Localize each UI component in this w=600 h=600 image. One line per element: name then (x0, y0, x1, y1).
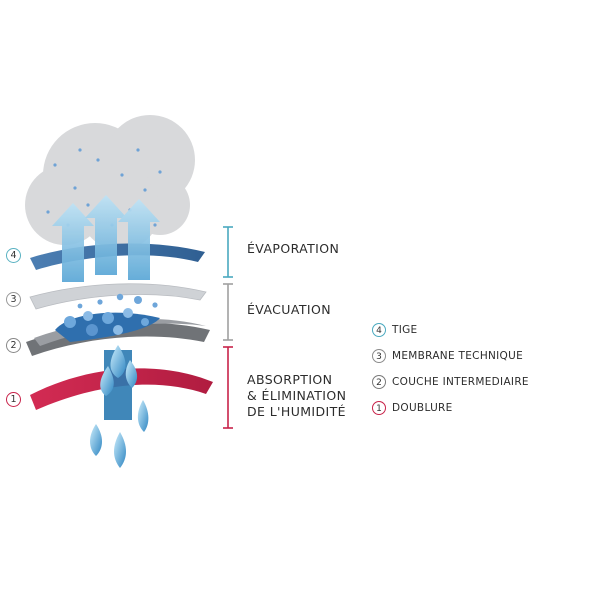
bracket-evaporation (223, 226, 233, 278)
layer-marker-1: 1 (6, 392, 21, 407)
label-evaporation: ÉVAPORATION (247, 241, 340, 256)
layer-membrane (29, 283, 207, 310)
label-absorption-line2: & ÉLIMINATION (247, 388, 347, 403)
legend-label: MEMBRANE TECHNIQUE (392, 350, 524, 362)
legend-number: 2 (372, 375, 386, 389)
legend-number: 1 (372, 401, 386, 415)
legend-label: TIGE (392, 324, 418, 336)
layer-marker-2: 2 (6, 338, 21, 353)
legend-number: 3 (372, 349, 386, 363)
legend-label: DOUBLURE (392, 402, 453, 414)
moisture-bubbles (77, 293, 158, 309)
legend: 4 TIGE 3 MEMBRANE TECHNIQUE 2 COUCHE INT… (372, 317, 529, 421)
label-absorption-line1: ABSORPTION (247, 372, 333, 387)
bracket-evacuation (223, 283, 233, 341)
layer-doublure (30, 368, 213, 410)
evaporation-arrows (52, 195, 160, 282)
label-absorption-line3: DE L'HUMIDITÉ (247, 404, 346, 419)
legend-item-intermediaire: 2 COUCHE INTERMEDIAIRE (372, 369, 529, 395)
legend-item-doublure: 1 DOUBLURE (372, 395, 529, 421)
bracket-absorption (223, 346, 233, 429)
absorption-droplets (90, 345, 149, 468)
label-absorption: ABSORPTION & ÉLIMINATION DE L'HUMIDITÉ (247, 372, 346, 420)
legend-number: 4 (372, 323, 386, 337)
label-evacuation: ÉVACUATION (247, 302, 331, 317)
legend-item-membrane: 3 MEMBRANE TECHNIQUE (372, 343, 529, 369)
legend-label: COUCHE INTERMEDIAIRE (392, 376, 529, 388)
layer-marker-4: 4 (6, 248, 21, 263)
water-pool (55, 308, 160, 342)
legend-item-tige: 4 TIGE (372, 317, 529, 343)
layer-tige (30, 243, 205, 270)
layer-marker-3: 3 (6, 292, 21, 307)
